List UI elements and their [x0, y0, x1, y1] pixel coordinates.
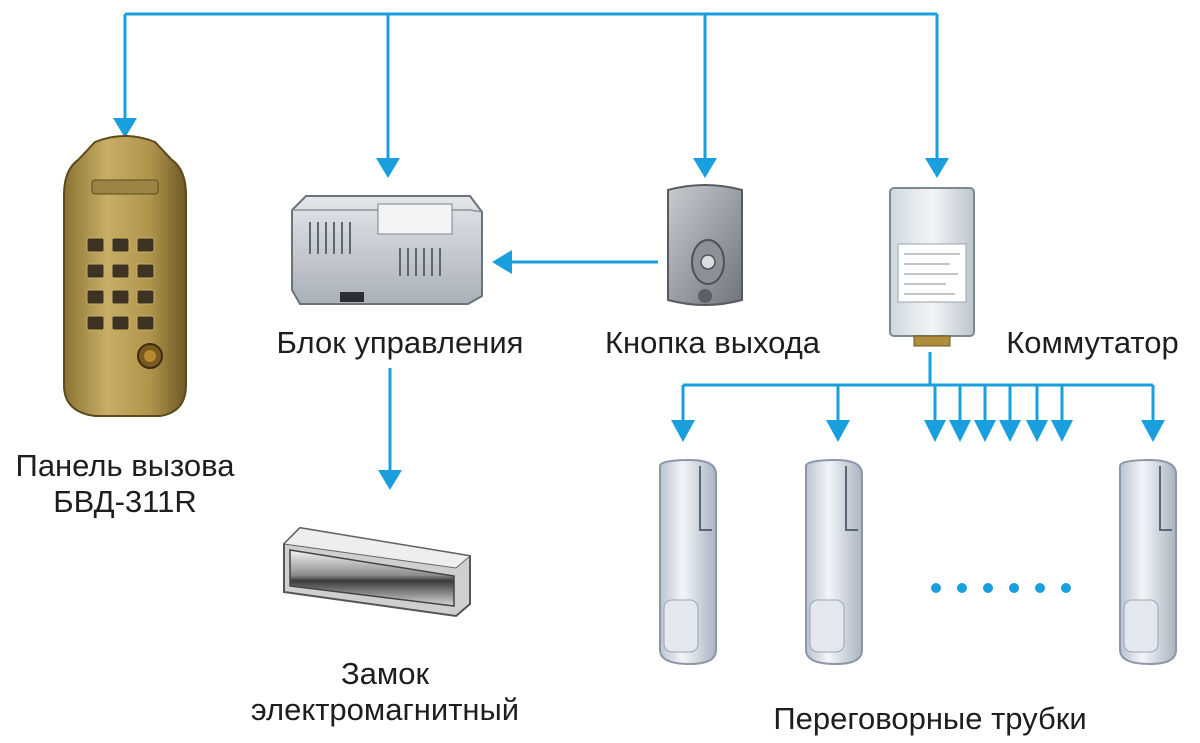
call-panel-image — [63, 135, 187, 417]
handset-image-2 — [805, 458, 863, 666]
connector-lines — [123, 12, 1155, 470]
arrowhead-handset-4 — [949, 420, 971, 442]
arrowheads — [113, 118, 1165, 490]
handsets-label: Переговорные трубки — [773, 701, 1087, 736]
arrowhead-handset-9 — [1141, 420, 1165, 442]
lock-image — [282, 526, 472, 618]
control-unit-label: Блок управления — [276, 325, 524, 360]
arrowhead-control-unit — [376, 158, 400, 178]
arrowhead-lock — [378, 470, 402, 490]
control-unit-image — [291, 195, 483, 305]
exit-button-label: Кнопка выхода — [604, 325, 821, 360]
lock-label-line2: электромагнитный — [250, 692, 520, 727]
arrowhead-control-unit-left — [492, 250, 512, 274]
arrowhead-handset-3 — [924, 420, 946, 442]
arrowhead-handset-2 — [826, 420, 850, 442]
call-panel-label: Панель вызова БВД-311R — [0, 448, 250, 520]
arrowhead-handset-6 — [999, 420, 1021, 442]
arrowhead-handset-8 — [1051, 420, 1073, 442]
switch-label: Коммутатор — [1006, 325, 1179, 360]
switch-image — [889, 187, 975, 347]
arrowhead-handset-5 — [974, 420, 996, 442]
arrowhead-call-panel — [113, 118, 137, 138]
lock-label: Замок электромагнитный — [225, 656, 545, 728]
handset-ellipsis-dots — [931, 583, 1071, 593]
arrowhead-switch — [925, 158, 949, 178]
handset-image-1 — [659, 458, 717, 666]
handset-image-3 — [1119, 458, 1177, 666]
exit-button-image — [667, 184, 743, 306]
call-panel-model: БВД-311R — [53, 484, 197, 519]
arrowhead-handset-7 — [1026, 420, 1048, 442]
lock-label-line1: Замок — [340, 656, 430, 691]
arrowhead-exit-button — [693, 158, 717, 178]
arrowhead-handset-1 — [671, 420, 695, 442]
call-panel-title: Панель вызова — [15, 448, 235, 483]
